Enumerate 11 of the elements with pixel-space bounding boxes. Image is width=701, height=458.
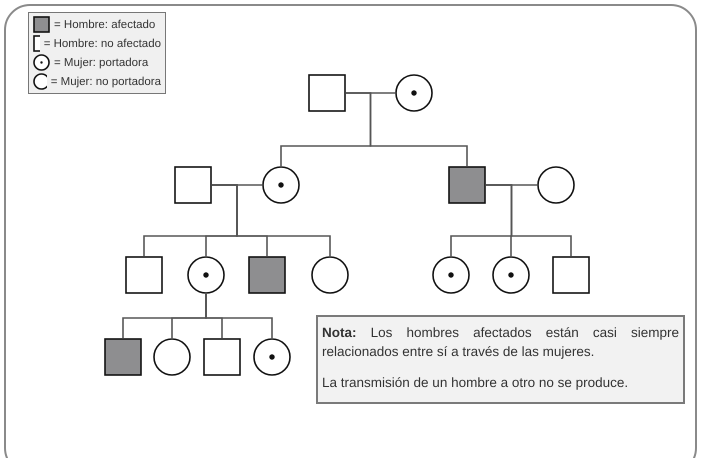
pedigree-line [486,184,572,256]
pedigree-line [205,294,273,338]
note-text: Nota: Los hombres afectados están casi siempre relacionados entre sí a través de las mujeres. [322,324,679,361]
pedigree-line [212,184,331,256]
legend-label: = Mujer: no portadora [50,74,161,90]
legend-label: = Mujer: portadora [54,56,148,70]
pedigree-line [346,92,468,166]
note-text: La transmisión de un hombre a otro no se produce. [322,374,630,392]
legend-label: = Hombre: no afectado [44,36,161,52]
note-box [316,315,685,404]
legend-label: = Hombre: afectado [54,18,156,32]
